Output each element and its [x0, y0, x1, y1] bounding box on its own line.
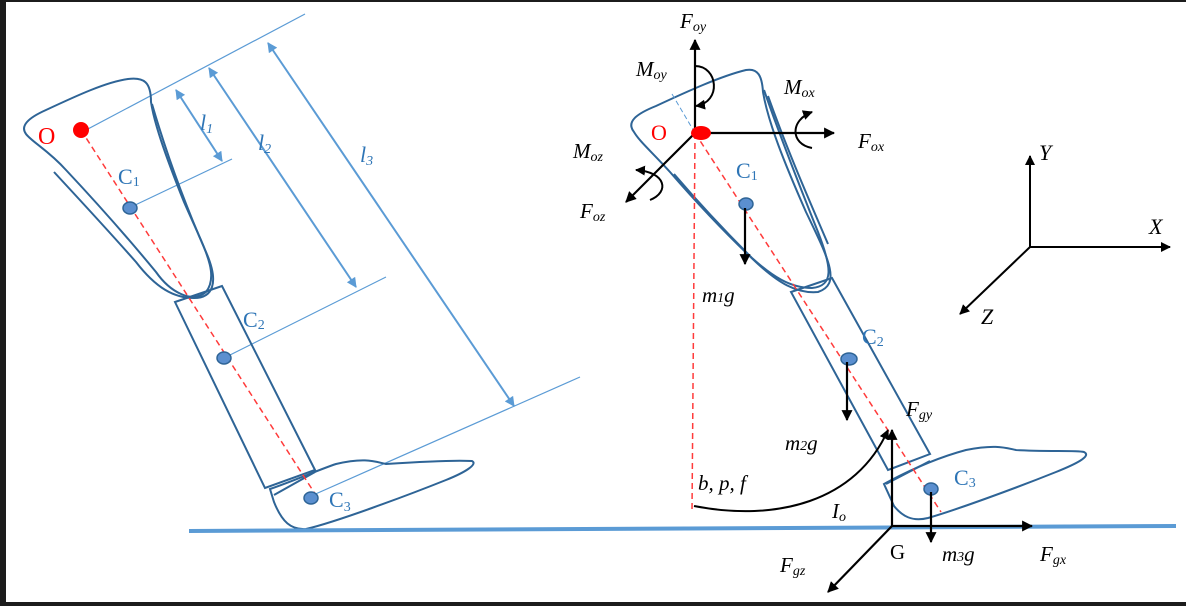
label-foy: Foy [679, 9, 707, 35]
centroid-label-c2-right: C2 [862, 324, 884, 350]
origin-label-left: O [38, 124, 55, 150]
centroid-c2-left [216, 351, 232, 365]
label-fgz: Fgz [779, 553, 806, 579]
diagram-canvas: O C1 C2 C3 l1 l2 l3 [6, 2, 1186, 602]
foot-ankle-line-right [885, 460, 931, 485]
force-arrow-fgz [827, 525, 893, 593]
socket-inner-left [53, 103, 215, 300]
dim-label-l3: l3 [360, 142, 373, 169]
centroid-c3-left [303, 491, 319, 505]
axis-y-label: Y [1039, 140, 1054, 165]
foot-outline-right [882, 445, 1087, 521]
label-m3g: m3g [942, 542, 975, 566]
label-m2g: m2g [785, 431, 818, 455]
label-foz: Foz [579, 199, 606, 225]
centroid-label-c3-left: C3 [329, 487, 351, 515]
vertical-reference-dashed [691, 132, 696, 513]
moment-arrow-moz [635, 165, 664, 201]
axis-x-label: X [1148, 214, 1164, 239]
right-leg-fbd: O C1 C2 C3 Foy Moy Mox Fox Moz Foz m1g m… [572, 9, 1087, 593]
limb-axis-right [694, 132, 942, 513]
label-mox: Mox [783, 75, 816, 101]
moment-arrow-mox [794, 110, 813, 149]
origin-point-right [691, 126, 711, 140]
centroid-label-c3-right: C3 [954, 465, 976, 491]
socket-inner-right [673, 89, 830, 290]
label-moy: Moy [635, 57, 668, 83]
ground-point-label: G [890, 540, 905, 564]
centroid-c1-left [122, 201, 138, 215]
socket-flange-right [767, 95, 829, 245]
moment-arrow-moy [694, 65, 715, 110]
dim-extension-c1 [130, 158, 233, 208]
dim-arrow-l1 [175, 89, 223, 162]
axis-z-label: Z [981, 304, 994, 329]
label-inertia-io: Io [831, 499, 846, 525]
axis-z-arrow [959, 246, 1031, 315]
inertia-curve-arrow [693, 429, 889, 513]
centroid-c2-right [840, 352, 858, 366]
origin-point-left [73, 122, 89, 138]
label-moz: Moz [572, 139, 604, 165]
foot-ankle-line-left [273, 471, 316, 496]
dim-label-l2: l2 [258, 130, 271, 157]
centroid-label-c1-right: C1 [736, 158, 758, 184]
dim-extension-origin [85, 13, 306, 131]
dim-extension-c3 [310, 376, 581, 497]
centroid-label-c2-left: C2 [243, 307, 265, 333]
pylon-outline-right [789, 276, 932, 472]
centroid-label-c1-left: C1 [118, 164, 140, 190]
socket-outline-right [630, 68, 832, 294]
dim-arrow-l3 [267, 42, 515, 407]
label-fgy: Fgy [905, 397, 933, 423]
coordinate-axes: Y X Z [959, 140, 1171, 329]
dim-label-l1: l1 [200, 110, 213, 137]
diagram-svg: O C1 C2 C3 l1 l2 l3 [23, 9, 1177, 593]
label-params-bpf: b, p, f [698, 471, 749, 495]
force-arrow-foz [625, 132, 696, 203]
limb-axis-left [80, 129, 320, 501]
label-fox: Fox [857, 129, 885, 155]
limb-axis-right-ext [671, 93, 696, 134]
label-fgx: Fgx [1039, 542, 1067, 568]
pylon-outline-left [173, 284, 317, 490]
dim-arrow-l2 [208, 67, 357, 288]
label-m1g: m1g [702, 283, 735, 307]
origin-label-right: O [651, 120, 667, 145]
